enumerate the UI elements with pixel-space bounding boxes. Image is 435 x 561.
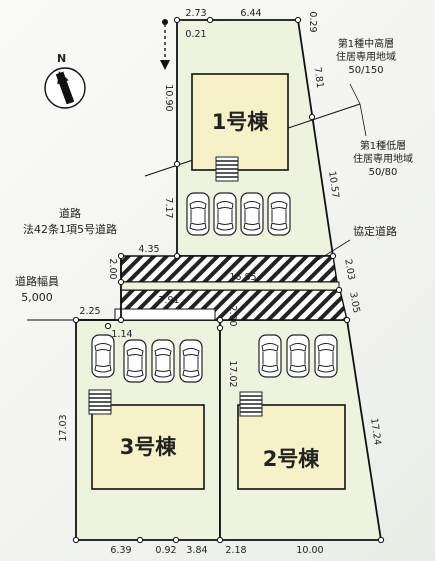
dim-16.85: 16.85: [229, 272, 256, 283]
zone-lower-line-2: 住居専用地域: [353, 152, 413, 165]
dim-10.57: 10.57: [326, 170, 341, 198]
agreement-road-leader: [304, 239, 351, 269]
zone-lower-line-1: 第1種低層: [360, 139, 406, 152]
car-lot1-4: [267, 192, 291, 236]
compass-north-label: N: [57, 52, 66, 65]
stairs-2: [239, 391, 263, 417]
car-lot2-2: [286, 334, 310, 378]
building-3: [91, 404, 205, 490]
zone-leader-2: [359, 103, 367, 137]
building-2: [237, 404, 346, 490]
car-lot3-4: [179, 339, 203, 383]
building-3-label: 3号棟: [120, 435, 178, 459]
dim-2.18: 2.18: [225, 545, 246, 556]
road-title-2: 法42条1項5号道路: [23, 222, 117, 236]
road-width-value: 5,000: [21, 291, 53, 304]
car-lot2-1: [258, 334, 282, 378]
car-lot3-2: [123, 339, 147, 383]
dim-2.00-road: 2.00: [107, 258, 118, 279]
dim-7.17: 7.17: [163, 197, 174, 218]
boundary-markers: [72, 16, 385, 544]
stairs-3: [88, 389, 112, 415]
dim-3.84: 3.84: [186, 545, 207, 556]
stairs-1: [215, 156, 239, 182]
dim-10.00: 10.00: [296, 545, 323, 556]
zone-upper-line-1: 第1種中高層: [338, 37, 394, 50]
road-gap: [120, 281, 340, 291]
dim-0.21: 0.21: [185, 29, 206, 40]
car-lot2-3: [314, 334, 338, 378]
dim-2.00-strip: 2.00: [227, 305, 238, 326]
zone-upper-line-3: 50/150: [348, 65, 383, 76]
dim-1.14: 1.14: [111, 329, 132, 340]
zone-leader-1: [349, 83, 361, 105]
road-title-1: 道路: [59, 206, 81, 220]
building-2-label: 2号棟: [263, 447, 321, 471]
lower-strip: [114, 308, 216, 321]
zone-lower-line-3: 50/80: [369, 167, 398, 178]
dim-6.44: 6.44: [240, 8, 261, 19]
car-lot3-3: [151, 339, 175, 383]
dotted-arrow-dot: [162, 19, 168, 25]
dim-0.92: 0.92: [155, 545, 176, 556]
agreement-road-label: 協定道路: [353, 224, 397, 238]
zone-upper-line-2: 住居専用地域: [336, 50, 396, 63]
dim-2.03: 2.03: [342, 258, 357, 281]
dim-10.90: 10.90: [163, 84, 174, 111]
dim-17.03: 17.03: [58, 414, 69, 441]
dim-4.35: 4.35: [138, 244, 159, 255]
dim-7.91: 7.91: [158, 295, 179, 306]
compass-icon: [44, 67, 86, 109]
building-1-label: 1号棟: [212, 110, 270, 134]
car-lot1-1: [186, 192, 210, 236]
dim-2.25: 2.25: [79, 306, 100, 317]
dim-7.81: 7.81: [312, 66, 326, 88]
dim-0.29: 0.29: [307, 11, 318, 32]
dim-3.05: 3.05: [347, 291, 362, 314]
dim-17.24: 17.24: [368, 417, 383, 445]
dim-6.39: 6.39: [110, 545, 131, 556]
car-lot1-3: [240, 192, 264, 236]
dim-17.02: 17.02: [227, 360, 238, 387]
road-width-title: 道路幅員: [15, 274, 59, 288]
building-1: [191, 73, 289, 171]
car-lot1-2: [213, 192, 237, 236]
car-lot3-1: [91, 334, 115, 378]
dotted-arrow-head: [160, 60, 170, 70]
dim-2.73: 2.73: [185, 8, 206, 19]
